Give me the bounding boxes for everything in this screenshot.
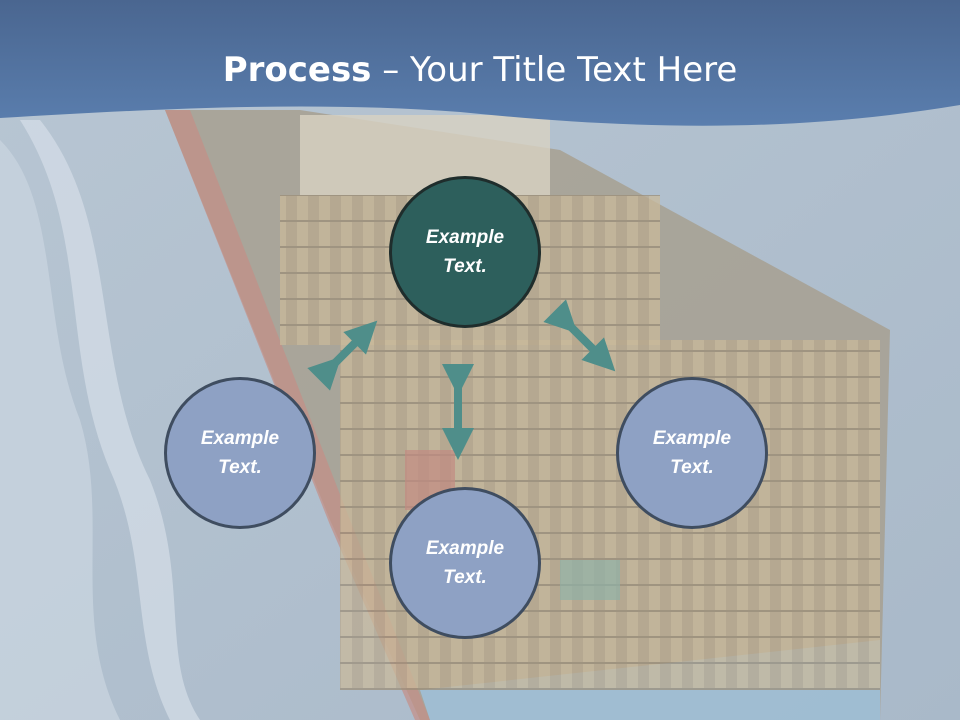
- node-bottom-text: Example Text.: [425, 538, 505, 588]
- process-node-bottom: Example Text.: [389, 487, 541, 639]
- title-bold: Process: [222, 50, 372, 90]
- slide-title: Process – Your Title Text Here: [0, 50, 960, 100]
- title-rest: – Your Title Text Here: [371, 50, 738, 90]
- node-center-text: Example Text.: [425, 227, 505, 277]
- process-node-center: Example Text.: [389, 176, 541, 328]
- node-right-text: Example Text.: [652, 428, 732, 478]
- node-left-text: Example Text.: [200, 428, 280, 478]
- process-node-right: Example Text.: [616, 377, 768, 529]
- process-node-left: Example Text.: [164, 377, 316, 529]
